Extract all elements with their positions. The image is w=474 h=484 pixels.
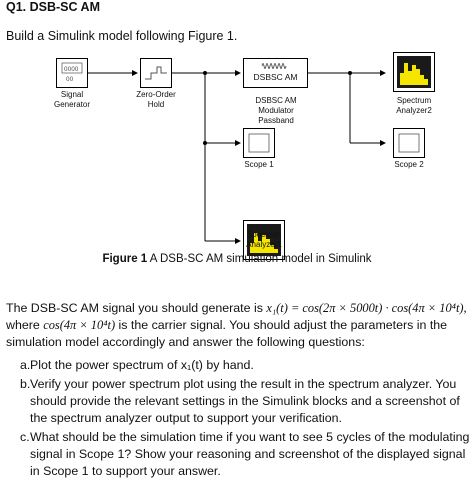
question-marker: b. (20, 377, 31, 391)
spectrum-analyzer-1-label: Spectrum Analyzer1 (246, 230, 282, 249)
scope-1-label: Scope 1 (244, 160, 274, 169)
spectrum-analyzer-icon (247, 224, 281, 256)
scope-icon (248, 133, 270, 153)
figure-caption: Figure 1 A DSB-SC AM simulation model in… (0, 253, 474, 265)
scope-2-label: Scope 2 (394, 160, 424, 169)
question-marker: a. (20, 358, 31, 372)
scope-icon (398, 133, 420, 153)
question-text: What should be the simulation time if yo… (30, 430, 470, 478)
question-text: Verify your power spectrum plot using th… (30, 377, 460, 425)
svg-text:OOOO: OOOO (64, 66, 79, 73)
figure-caption-text: A DSB-SC AM simulation model in Simulink (147, 253, 372, 265)
diagram-wires (87, 70, 386, 244)
signal-generator-icon: OOOO OO (61, 62, 83, 83)
modulated-wave-icon (261, 63, 287, 69)
question-item: a.Plot the power spectrum of x₁(t) by ha… (6, 357, 471, 374)
paragraph-rest: is the carrier signal. You should adjust… (6, 318, 448, 349)
dsbsc-modulator-block[interactable]: DSBSC AM (243, 58, 308, 88)
question-title: Q1. DSB-SC AM (6, 0, 100, 14)
paragraph-lead: The DSB-SC AM signal you should generate… (6, 301, 267, 315)
spectrum-analyzer-1-block[interactable] (243, 220, 285, 260)
question-intro: Build a Simulink model following Figure … (6, 29, 238, 43)
scope-2-block[interactable] (393, 128, 425, 158)
dsbsc-am-block-text: DSBSC AM (253, 72, 298, 82)
spectrum-analyzer-2-label: Spectrum Analyzer2 (396, 96, 432, 115)
simulink-diagram: OOOO OO Signal Generator Zero-Order Hold… (0, 48, 474, 268)
dsbsc-modulator-label: DSBSC AM Modulator Passband (255, 96, 297, 125)
question-list: a.Plot the power spectrum of x₁(t) by ha… (6, 357, 471, 480)
svg-text:OO: OO (66, 76, 74, 83)
zero-order-hold-block[interactable] (140, 58, 172, 88)
question-marker: c. (20, 430, 30, 444)
spectrum-analyzer-icon (397, 56, 431, 88)
question-item: c.What should be the simulation time if … (6, 429, 471, 480)
signal-equation: x₁(t) = cos(2π × 5000t) · cos(4π × 10⁴t)… (266, 301, 467, 315)
signal-generator-block[interactable]: OOOO OO (56, 58, 88, 88)
figure-label: Figure 1 (102, 253, 148, 265)
problem-paragraph: The DSB-SC AM signal you should generate… (6, 300, 471, 351)
paragraph-where: where (6, 318, 44, 332)
question-item: b.Verify your power spectrum plot using … (6, 376, 471, 427)
zero-order-hold-label: Zero-Order Hold (136, 90, 176, 109)
question-text: Plot the power spectrum of x₁(t) by hand… (30, 358, 254, 372)
zero-order-hold-icon (145, 66, 167, 80)
scope-1-block[interactable] (243, 128, 275, 158)
carrier-equation: cos(4π × 10⁴t) (43, 318, 116, 332)
spectrum-analyzer-2-block[interactable] (393, 52, 435, 92)
signal-generator-label: Signal Generator (53, 90, 91, 109)
